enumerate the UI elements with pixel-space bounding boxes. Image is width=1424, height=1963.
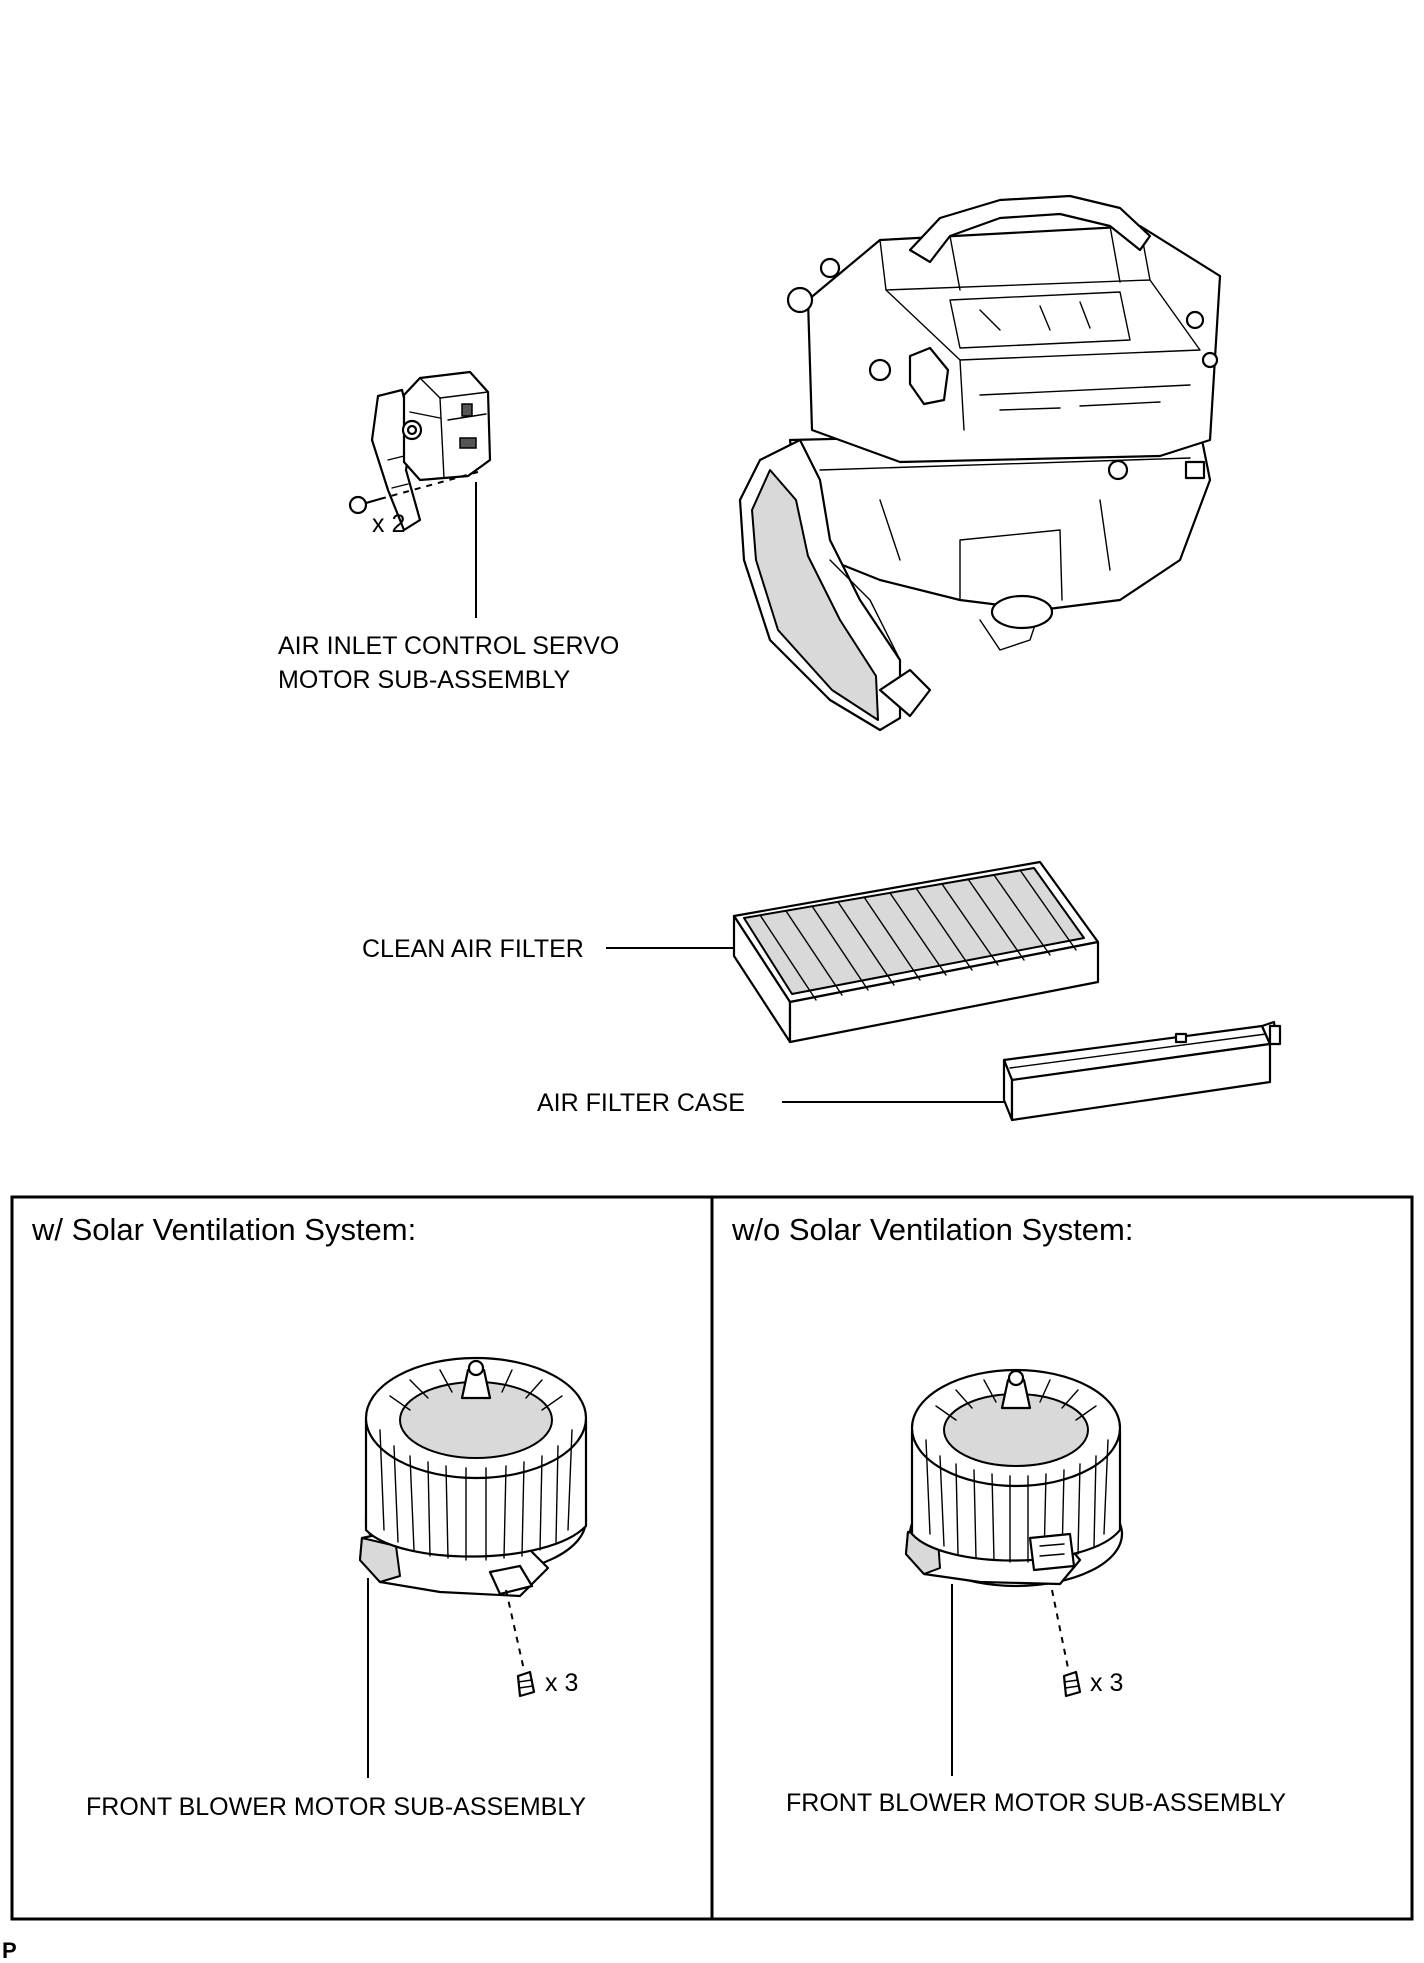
air-filter-case-label: AIR FILTER CASE (537, 1089, 745, 1117)
panel-with-solar-ventilation: w/ Solar Ventilation System: x 3 FRONT B… (31, 1212, 588, 1821)
panel-1-part-name: FRONT BLOWER MOTOR SUB-ASSEMBLY (86, 1793, 586, 1821)
clean-air-filter-label: CLEAN AIR FILTER (362, 935, 584, 963)
panel-1-screw-quantity: x 3 (545, 1669, 578, 1697)
servo-motor-illustration (348, 370, 492, 532)
panel-2-screw-quantity: x 3 (1090, 1669, 1123, 1697)
panel-2-part-name: FRONT BLOWER MOTOR SUB-ASSEMBLY (786, 1789, 1286, 1817)
footer-mark: P (2, 1938, 17, 1963)
blower-unit-housing-illustration (738, 194, 1222, 732)
screw-icon (516, 1670, 536, 1698)
servo-quantity: x 2 (372, 510, 405, 538)
servo-name-line-1: AIR INLET CONTROL SERVO (278, 632, 619, 660)
panel-1-heading: w/ Solar Ventilation System: (31, 1212, 416, 1247)
front-blower-motor-illustration (904, 1368, 1124, 1588)
screw-icon (1062, 1670, 1082, 1698)
air-filter-case-illustration (1002, 1020, 1282, 1122)
panel-2-heading: w/o Solar Ventilation System: (731, 1212, 1133, 1247)
front-blower-motor-illustration (358, 1356, 588, 1598)
panel-without-solar-ventilation: w/o Solar Ventilation System: x 3 FRONT … (731, 1212, 1286, 1817)
clean-air-filter-illustration (732, 860, 1100, 1044)
screw-icon (348, 495, 382, 515)
servo-name-line-2: MOTOR SUB-ASSEMBLY (278, 666, 571, 694)
